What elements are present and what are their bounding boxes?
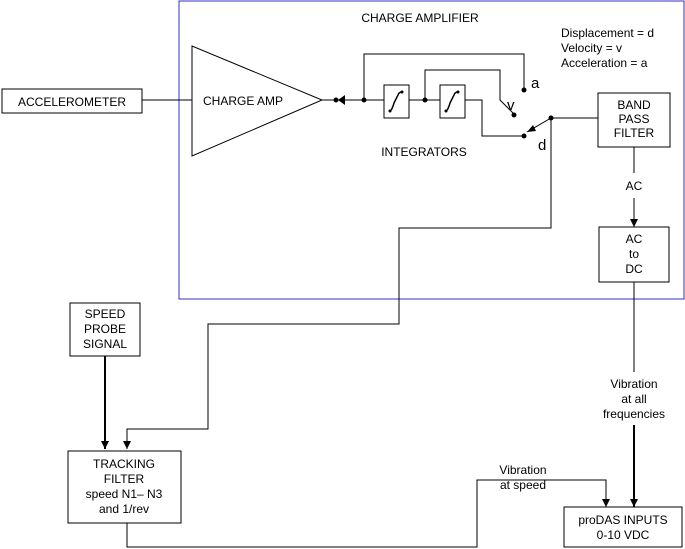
tracking-to-prodas-wire <box>126 479 610 548</box>
band-pass-filter-line-1: BAND <box>617 98 651 112</box>
charge-amp-triangle <box>191 45 324 157</box>
accelerometer-box <box>1 88 143 114</box>
speed-probe-line-1: SPEED <box>85 307 126 321</box>
integrator-1-box <box>383 84 410 119</box>
ac-to-dc-line-2: to <box>629 247 639 261</box>
integrator-1-node-in <box>388 109 392 113</box>
integrator-2-node-in <box>444 109 448 113</box>
charge-amplifier-frame <box>178 0 685 300</box>
legend-displacement: Displacement = d <box>561 26 654 40</box>
integrator-2-box <box>439 84 466 119</box>
switch-v-contact <box>511 112 517 118</box>
ac-to-dc-box <box>598 226 670 283</box>
velocity-branch-wire <box>424 69 515 115</box>
switch-arm-arrowhead <box>527 125 536 132</box>
speed-probe-line-3: SIGNAL <box>83 337 127 351</box>
amp-input-arrowhead <box>338 95 345 105</box>
tracking-filter-box <box>67 450 182 524</box>
switch-d-label: d <box>538 137 546 154</box>
prodas-inputs-box <box>563 506 683 548</box>
switch-a-contact <box>521 87 527 93</box>
switch-a-label: a <box>531 75 540 92</box>
band-pass-filter-line-3: FILTER <box>614 126 655 140</box>
prodas-line-2: 0-10 VDC <box>597 528 650 542</box>
vibration-all-line-2: at all <box>621 392 646 406</box>
accelerometer-label: ACCELEROMETER <box>18 95 126 109</box>
ac-label: AC <box>626 179 643 193</box>
integrator-2-node-out <box>456 90 460 94</box>
integrator-1-node-out <box>400 90 404 94</box>
integrators-label: INTEGRATORS <box>381 145 467 159</box>
tracking-filter-line-1: TRACKING <box>93 457 155 471</box>
acceleration-branch-wire <box>363 53 525 100</box>
amp-output-node <box>333 97 339 103</box>
ac-to-dc-line-3: DC <box>625 262 643 276</box>
speed-probe-line-2: PROBE <box>84 322 126 336</box>
prodas-line-1: proDAS INPUTS <box>578 513 667 527</box>
vibration-all-line-1: Vibration <box>610 377 657 391</box>
vibration-speed-line-2: at speed <box>500 478 546 492</box>
legend-velocity: Velocity = v <box>561 41 622 55</box>
displacement-branch-wire <box>465 99 524 137</box>
vibration-speed-line-1: Vibration <box>499 463 546 477</box>
speed-probe-box <box>69 302 141 357</box>
vibration-all-line-3: frequencies <box>603 407 665 421</box>
legend-acceleration: Acceleration = a <box>561 56 648 70</box>
band-pass-filter-box <box>597 92 671 148</box>
switch-v-label: v <box>507 97 515 114</box>
charge-amplifier-title: CHARGE AMPLIFIER <box>361 11 479 25</box>
tracking-filter-line-3: speed N1– N3 <box>86 487 163 501</box>
ac-to-dc-line-1: AC <box>626 232 643 246</box>
band-pass-filter-line-2: PASS <box>618 112 649 126</box>
charge-amp-label: CHARGE AMP <box>203 94 283 108</box>
switch-to-tracking-wire <box>123 118 552 449</box>
tracking-filter-line-4: and 1/rev <box>99 502 149 516</box>
tracking-filter-line-2: FILTER <box>104 472 145 486</box>
switch-d-contact <box>521 133 527 139</box>
